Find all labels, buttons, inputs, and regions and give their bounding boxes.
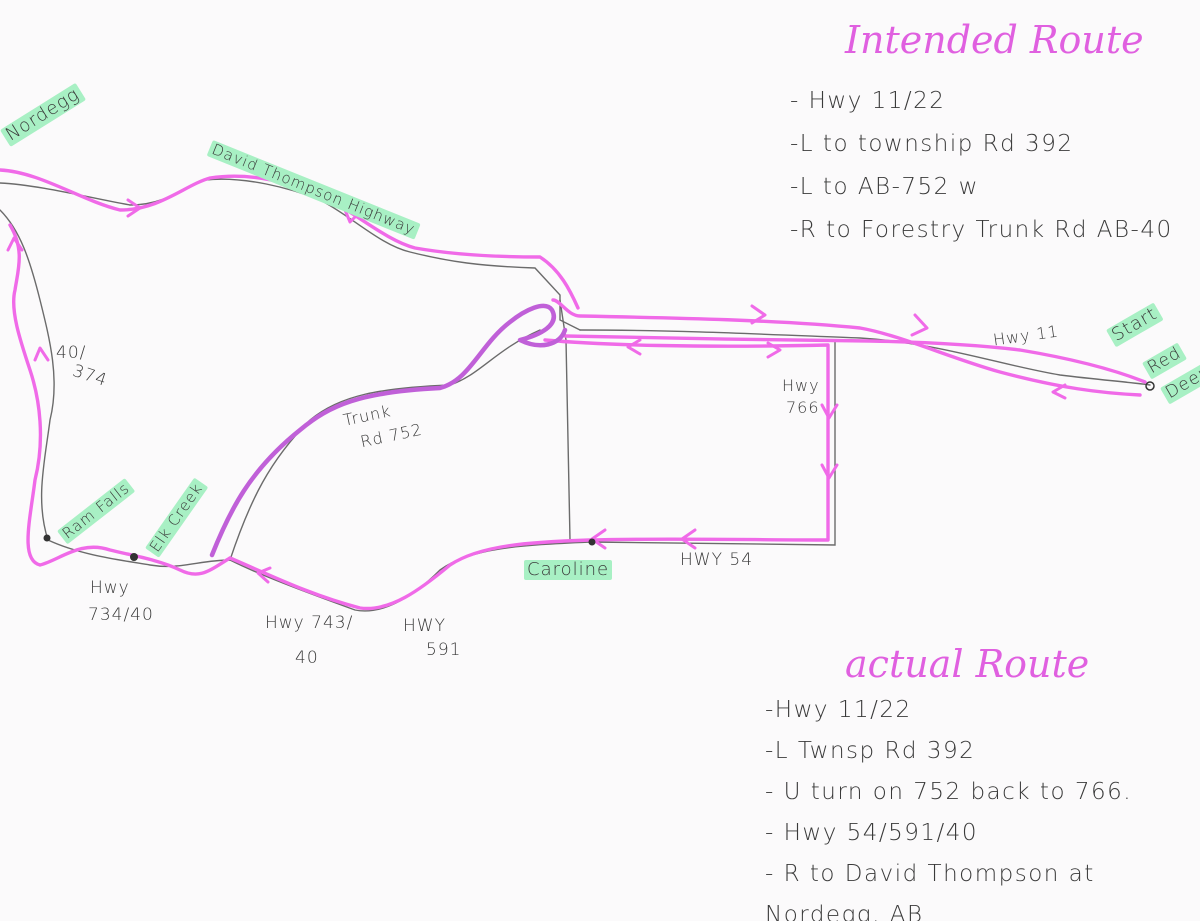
actual-step: - Hwy 54/591/40 <box>765 820 979 846</box>
intended-step: -L to AB-752 w <box>790 174 979 200</box>
intended-route-steps: - Hwy 11/22 -L to township Rd 392 -L to … <box>790 88 1173 260</box>
arrow-return-east-1 <box>766 341 782 359</box>
arrow-return-west-1 <box>626 338 642 356</box>
route-return-hwy11 <box>563 334 1147 384</box>
red-deer-dot <box>1145 381 1155 391</box>
actual-route-steps: -Hwy 11/22 -L Twnsp Rd 392 - U turn on 7… <box>765 697 1132 921</box>
range-road-north-south <box>559 299 571 541</box>
hwy54-road <box>47 339 836 612</box>
caroline-label: Caroline <box>524 560 613 580</box>
trunk-road <box>229 329 541 561</box>
david-thompson-road <box>0 178 581 331</box>
route-trunk-752 <box>209 303 568 558</box>
hwy591-label-a: HWY <box>403 616 446 636</box>
arrow-766-down-2 <box>820 463 839 480</box>
hwy734-label-b: 734/40 <box>88 605 154 625</box>
r40374-label-a: 40/ <box>56 343 87 363</box>
route-north-thompson <box>0 168 580 310</box>
actual-step: - U turn on 752 back to 766. <box>765 779 1133 805</box>
hwy743-label-a: Hwy 743/ <box>265 613 354 633</box>
caroline-dot <box>588 538 596 546</box>
ram-falls-dot <box>43 534 51 542</box>
forestry-trunk-road <box>0 209 55 541</box>
arrow-hwy11-east-1 <box>750 304 767 325</box>
route-west-loop <box>8 223 232 576</box>
actual-route-title: actual Route <box>845 642 1090 686</box>
arrow-thompson-east <box>126 198 142 218</box>
intended-step: - Hwy 11/22 <box>790 88 946 114</box>
arrow-766-down-1 <box>820 403 839 420</box>
hwy734-label-a: Hwy <box>90 578 130 598</box>
actual-step: -Hwy 11/22 <box>765 697 912 723</box>
elk-creek-dot <box>130 553 138 561</box>
hwy54-label: HWY 54 <box>680 550 754 570</box>
intended-step: -L to township Rd 392 <box>790 131 1074 157</box>
arrow-hwy11-west-1 <box>1051 383 1067 400</box>
actual-step: -L Twnsp Rd 392 <box>765 738 976 764</box>
hwy766-label-a: Hwy <box>782 376 820 395</box>
route-766-loop <box>228 338 830 611</box>
intended-step: -R to Forestry Trunk Rd AB-40 <box>790 217 1173 243</box>
arrow-west-up-2 <box>33 346 50 362</box>
arrow-hwy54-west-1 <box>680 528 697 550</box>
route-outbound-hwy11 <box>551 298 1142 397</box>
actual-step: - R to David Thompson at <box>765 861 1095 887</box>
arrow-743-west <box>256 566 272 584</box>
actual-step: Nordegg, AB <box>765 902 924 921</box>
hwy743-label-b: 40 <box>295 648 319 668</box>
arrow-west-up <box>6 236 24 252</box>
intended-route-title: Intended Route <box>845 18 1144 62</box>
hwy766-label-b: 766 <box>786 398 820 417</box>
arrow-hwy11-east-2 <box>910 313 929 337</box>
hwy591-label-b: 591 <box>426 640 462 660</box>
